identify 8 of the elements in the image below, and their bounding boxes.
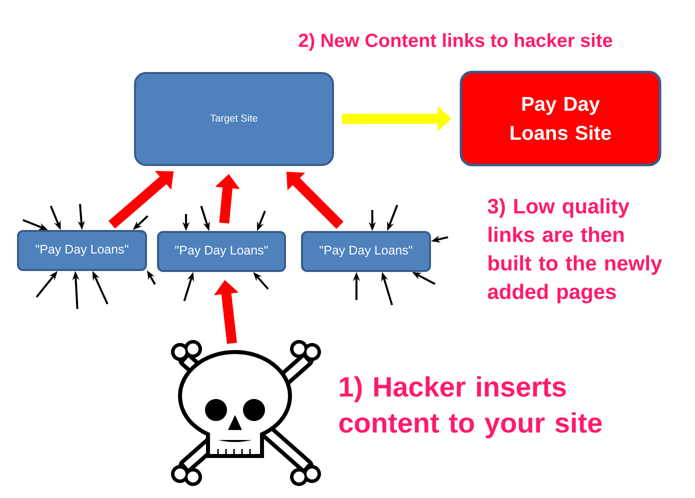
annotation-text: 2) New Content links to hacker site xyxy=(298,33,612,51)
page-box: "Pay Day Loans" xyxy=(157,231,286,272)
annotation-text: 3) Low quality links are then built to the newly added pages xyxy=(488,198,662,304)
page-box: "Pay Day Loans" xyxy=(301,231,431,272)
site-box: Target Site xyxy=(134,72,334,166)
page-box: "Pay Day Loans" xyxy=(17,230,147,271)
site-box: Pay Day Loans Site xyxy=(460,70,662,166)
skull-drawing xyxy=(171,340,321,486)
